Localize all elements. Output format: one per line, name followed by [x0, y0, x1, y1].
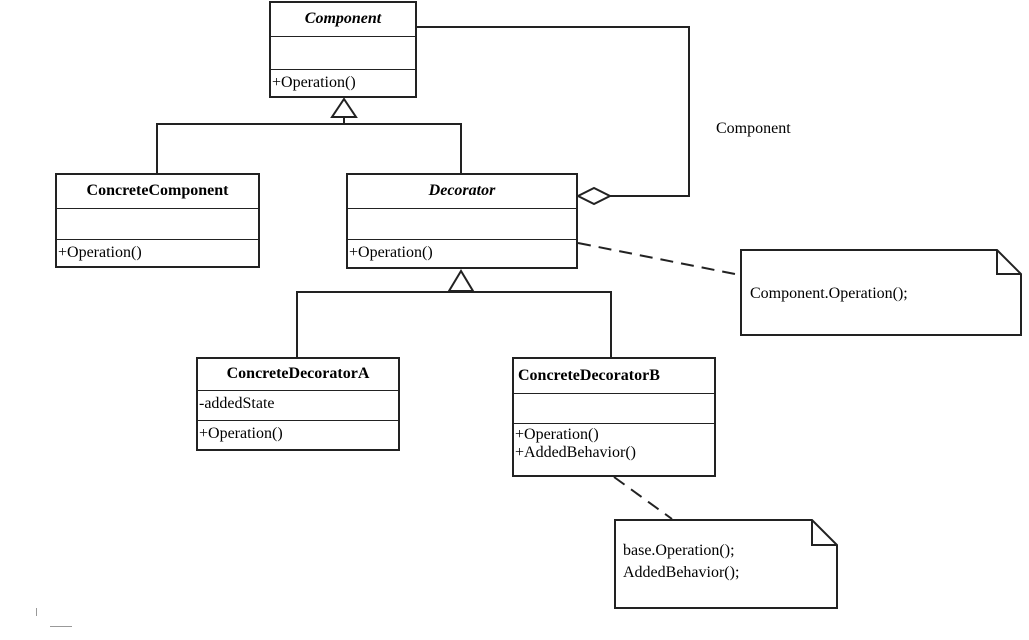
class-attributes: -addedState [198, 391, 398, 421]
note-line: base.Operation(); [623, 542, 735, 559]
note-anchor-decorator [577, 242, 741, 276]
class-decorator[interactable]: Decorator +Operation() [346, 173, 578, 269]
generalization-line-component [156, 123, 462, 173]
note-shape [740, 249, 1022, 336]
generalization-line-decorator [296, 291, 612, 357]
class-attributes [514, 394, 714, 424]
class-attributes [57, 209, 258, 240]
note-text: Component.Operation(); [750, 283, 908, 305]
generalization-triangle-component [330, 97, 358, 118]
class-name: Decorator [348, 175, 576, 209]
scan-mark [36, 608, 37, 616]
class-attributes [348, 209, 576, 240]
class-operation: +Operation() [515, 426, 599, 443]
note-shape [614, 519, 838, 609]
aggregation-role-label: Component [716, 120, 791, 137]
aggregation-line [417, 26, 690, 197]
class-operation: +Operation() [349, 244, 433, 261]
class-name: ConcreteDecoratorA [198, 359, 398, 391]
note-anchor-decorator-b [613, 476, 673, 520]
note-line: AddedBehavior(); [623, 564, 740, 581]
class-operation: +AddedBehavior() [515, 444, 636, 461]
class-operation: +Operation() [199, 425, 283, 442]
class-component[interactable]: Component +Operation() [269, 1, 417, 98]
class-concrete-decorator-a[interactable]: ConcreteDecoratorA -addedState +Operatio… [196, 357, 400, 451]
generalization-triangle-decorator [447, 269, 475, 292]
class-operations: +Operation() [57, 240, 258, 262]
class-operations: +Operation() [348, 240, 576, 262]
class-concrete-component[interactable]: ConcreteComponent +Operation() [55, 173, 260, 268]
class-operations: +Operation() [198, 421, 398, 443]
class-attributes [271, 37, 415, 70]
class-attribute: -addedState [199, 395, 275, 412]
class-name: Component [271, 3, 415, 37]
note-text: base.Operation(); AddedBehavior(); [623, 540, 739, 584]
class-operations: +Operation() +AddedBehavior() [514, 424, 714, 462]
scan-mark [50, 626, 72, 627]
class-operations: +Operation() [271, 70, 415, 92]
class-name: ConcreteDecoratorB [514, 359, 714, 394]
note-decorator[interactable]: Component.Operation(); [740, 249, 1022, 336]
class-operation: +Operation() [58, 244, 142, 261]
note-line: Component.Operation(); [750, 285, 908, 302]
class-name: ConcreteComponent [57, 175, 258, 209]
aggregation-diamond [575, 186, 613, 206]
note-decorator-b[interactable]: base.Operation(); AddedBehavior(); [614, 519, 838, 609]
class-operation: +Operation() [272, 74, 356, 91]
class-concrete-decorator-b[interactable]: ConcreteDecoratorB +Operation() +AddedBe… [512, 357, 716, 477]
